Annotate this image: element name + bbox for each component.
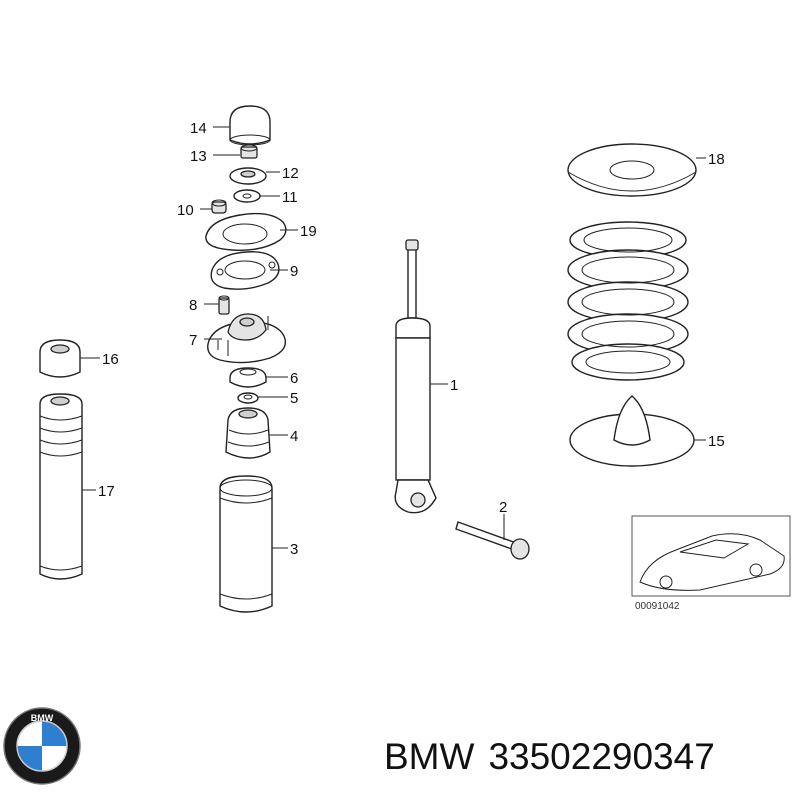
callout-4: 4 [290, 428, 298, 445]
callout-7: 7 [189, 332, 197, 349]
callout-11: 11 [282, 189, 298, 206]
part-10-nut [211, 199, 227, 214]
callout-12: 12 [282, 165, 299, 182]
part-11-washer [233, 189, 261, 203]
part-16-bump-stop [39, 339, 81, 378]
part-14-cap [229, 105, 271, 146]
part-4-bump-stop [225, 407, 271, 459]
callout-16: 16 [102, 351, 119, 368]
callout-19: 19 [300, 223, 317, 240]
callout-9: 9 [290, 263, 298, 280]
callout-18: 18 [708, 151, 725, 168]
part-9-plate [210, 251, 280, 290]
callout-15: 15 [708, 433, 725, 450]
part-8-bolt [218, 295, 230, 315]
part-12-bushing [229, 167, 267, 185]
callout-5: 5 [290, 390, 298, 407]
part-13-nut [240, 144, 258, 159]
coil-spring [567, 221, 689, 381]
bmw-logo: BMW [3, 707, 81, 785]
part-caption: BMW 33502290347 [384, 736, 729, 778]
part-3-dust-boot [219, 475, 273, 613]
part-2-bolt [455, 521, 530, 560]
part-17-protective-tube [39, 393, 83, 580]
callout-labels: 14 13 12 11 10 19 9 8 7 6 5 4 3 16 17 1 … [98, 120, 725, 558]
brand-name: BMW [384, 736, 475, 777]
callout-2: 2 [499, 499, 507, 516]
callout-6: 6 [290, 370, 298, 387]
callout-8: 8 [189, 297, 197, 314]
part-1-shock-absorber [394, 239, 437, 514]
logo-letters: BMW [31, 713, 54, 723]
part-6-bushing [229, 367, 267, 388]
callout-3: 3 [290, 541, 298, 558]
vehicle-locator-inset: 00091042 [631, 515, 791, 612]
part-5-ring [237, 392, 259, 404]
callout-14: 14 [190, 120, 207, 137]
callout-10: 10 [177, 202, 194, 219]
part-7-top-mount [207, 313, 287, 364]
part-number: 33502290347 [488, 736, 715, 777]
part-15-lower-spring-pad [569, 395, 695, 467]
callout-13: 13 [190, 148, 207, 165]
inset-reference-number: 00091042 [635, 601, 680, 612]
callout-17: 17 [98, 483, 115, 500]
part-18-spring-pad [567, 143, 697, 197]
callout-1: 1 [450, 377, 458, 394]
leader-lines [80, 126, 706, 549]
part-19-gasket [205, 212, 287, 251]
